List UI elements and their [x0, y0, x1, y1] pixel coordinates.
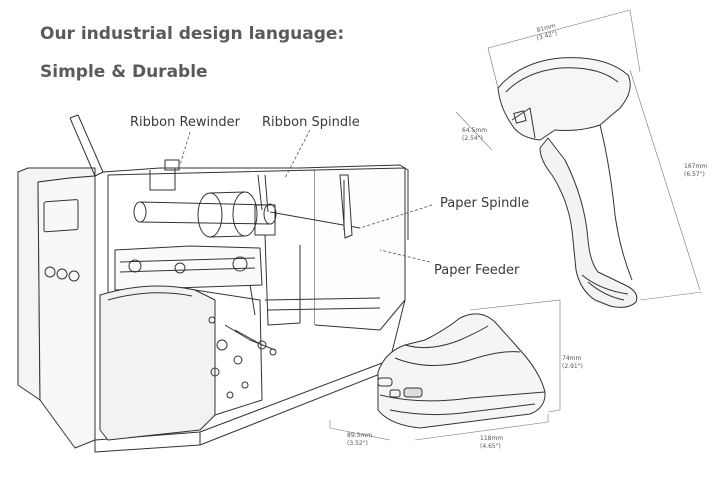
paper-feeder-label: Paper Feeder: [434, 263, 520, 278]
ribbon-rewinder-label: Ribbon Rewinder: [130, 115, 240, 130]
paper-spindle-label: Paper Spindle: [440, 196, 530, 211]
heading-subtitle: Simple & Durable: [40, 62, 208, 82]
display-panel: [43, 199, 79, 233]
ribbon-spindle-label: Ribbon Spindle: [262, 115, 360, 130]
heading-title: Our industrial design language:: [40, 24, 345, 44]
